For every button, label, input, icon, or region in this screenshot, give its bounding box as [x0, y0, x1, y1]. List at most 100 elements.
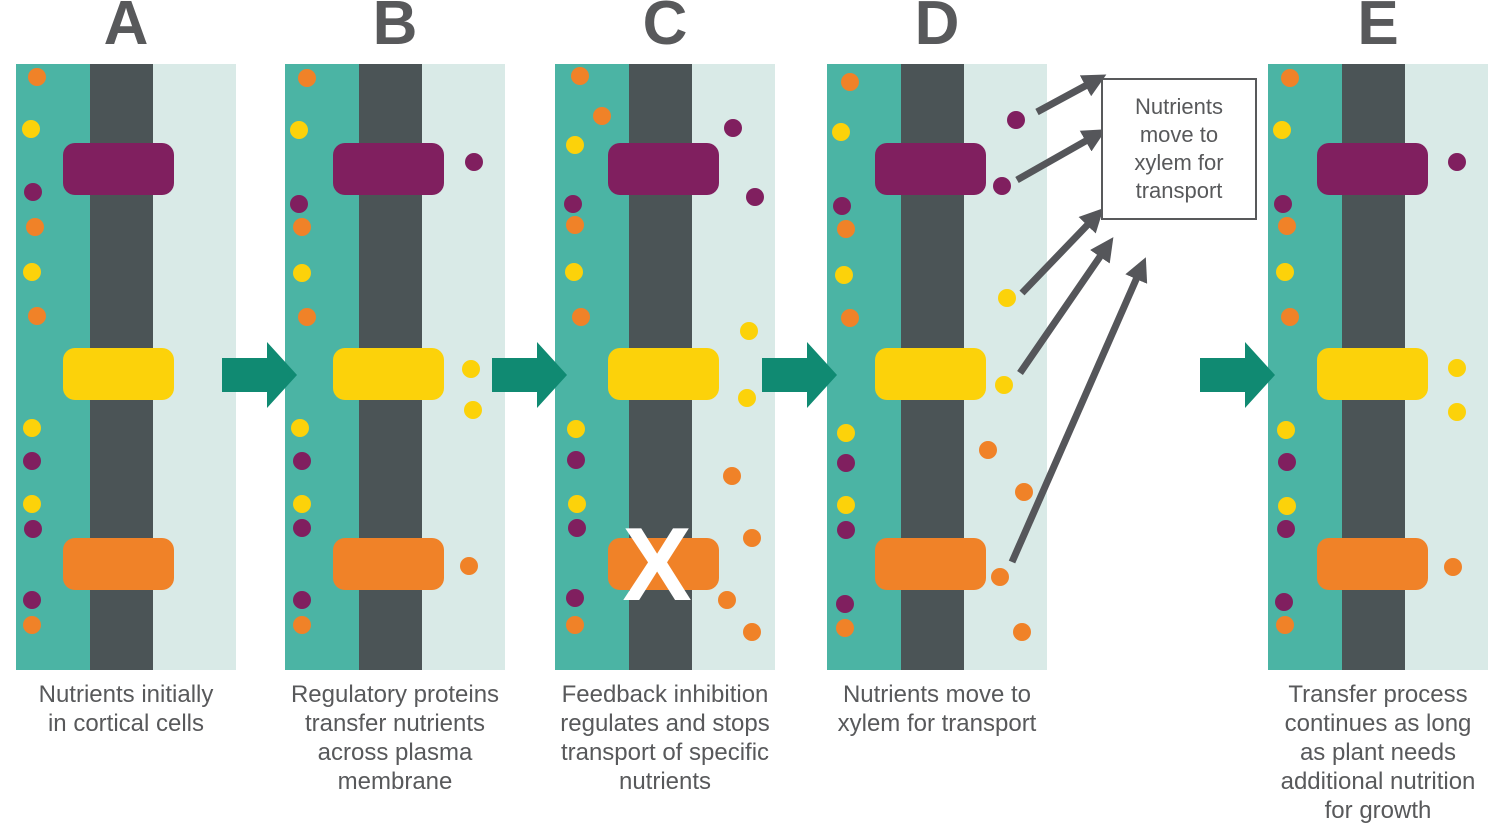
nutrient-dot-yellow	[837, 424, 855, 442]
caption-e: Transfer process continues as long as pl…	[1280, 681, 1476, 824]
nutrient-dot-purple	[1448, 153, 1466, 171]
nutrient-dot-purple	[833, 197, 851, 215]
nutrient-dot-purple	[24, 183, 42, 201]
transport-protein-orange	[1317, 538, 1428, 590]
nutrient-dot-orange	[743, 529, 761, 547]
caption-a: Nutrients initially in cortical cells	[38, 681, 214, 737]
nutrient-dot-purple	[293, 452, 311, 470]
caption-c: Feedback inhibition regulates and stops …	[560, 681, 770, 795]
nutrient-dot-yellow	[565, 263, 583, 281]
step-letter-a: A	[103, 0, 149, 58]
nutrient-dot-orange	[566, 216, 584, 234]
nutrient-dot-yellow	[835, 266, 853, 284]
nutrient-dot-yellow	[566, 136, 584, 154]
nutrient-dot-orange	[566, 616, 584, 634]
transport-protein-purple	[875, 143, 986, 195]
nutrient-dot-purple	[1275, 593, 1293, 611]
nutrient-dot-purple	[724, 119, 742, 137]
nutrient-dot-purple	[23, 591, 41, 609]
nutrient-dot-yellow	[567, 420, 585, 438]
nutrient-dot-orange	[26, 218, 44, 236]
nutrient-dot-orange	[1281, 69, 1299, 87]
nutrient-dot-yellow	[1278, 497, 1296, 515]
nutrient-dot-orange	[460, 557, 478, 575]
transport-protein-yellow	[608, 348, 719, 400]
nutrient-dot-purple	[465, 153, 483, 171]
nutrient-dot-purple	[293, 519, 311, 537]
nutrient-dot-orange	[836, 619, 854, 637]
step-letter-c: C	[642, 0, 688, 58]
transport-protein-yellow	[1317, 348, 1428, 400]
nutrient-dot-orange	[298, 69, 316, 87]
note-box: Nutrients move to xylem for transport	[1101, 78, 1257, 220]
nutrient-dot-yellow	[1277, 421, 1295, 439]
nutrient-dot-purple	[1274, 195, 1292, 213]
caption-b: Regulatory proteins transfer nutrients a…	[290, 681, 500, 795]
transport-protein-purple	[608, 143, 719, 195]
transport-protein-purple	[1317, 143, 1428, 195]
nutrient-dot-yellow	[1276, 263, 1294, 281]
transport-protein-orange	[63, 538, 174, 590]
nutrient-dot-purple	[1277, 520, 1295, 538]
nutrient-dot-orange	[841, 73, 859, 91]
nutrient-dot-purple	[566, 589, 584, 607]
nutrient-dot-orange	[979, 441, 997, 459]
nutrient-dot-orange	[298, 308, 316, 326]
nutrient-dot-yellow	[293, 264, 311, 282]
nutrient-dot-orange	[1276, 616, 1294, 634]
nutrient-dot-orange	[23, 616, 41, 634]
panel-c	[555, 64, 775, 670]
nutrient-dot-yellow	[464, 401, 482, 419]
nutrient-dot-orange	[1013, 623, 1031, 641]
x-mark: X	[622, 507, 692, 623]
nutrient-dot-purple	[1007, 111, 1025, 129]
nutrient-dot-yellow	[291, 419, 309, 437]
transport-protein-yellow	[875, 348, 986, 400]
nutrient-dot-purple	[1278, 453, 1296, 471]
nutrient-dot-yellow	[1448, 359, 1466, 377]
step-letter-d: D	[914, 0, 960, 58]
nutrient-dot-orange	[28, 68, 46, 86]
nutrient-dot-yellow	[837, 496, 855, 514]
transport-protein-purple	[333, 143, 444, 195]
transport-protein-purple	[63, 143, 174, 195]
nutrient-dot-orange	[1281, 308, 1299, 326]
nutrient-dot-purple	[24, 520, 42, 538]
step-letter-b: B	[372, 0, 418, 58]
transport-protein-orange	[875, 538, 986, 590]
nutrient-dot-purple	[836, 595, 854, 613]
note-box-text: Nutrients move to xylem for transport	[1134, 94, 1224, 203]
nutrient-dot-yellow	[23, 495, 41, 513]
nutrient-dot-orange	[1278, 217, 1296, 235]
nutrient-dot-purple	[837, 454, 855, 472]
nutrient-dot-yellow	[1273, 121, 1291, 139]
nutrient-dot-yellow	[23, 419, 41, 437]
nutrient-dot-yellow	[568, 495, 586, 513]
nutrient-dot-yellow	[22, 120, 40, 138]
nutrient-dot-yellow	[740, 322, 758, 340]
nutrient-dot-orange	[293, 616, 311, 634]
nutrient-dot-purple	[293, 591, 311, 609]
nutrient-dot-purple	[837, 521, 855, 539]
nutrient-dot-orange	[571, 67, 589, 85]
flow-arrow-4	[1200, 342, 1275, 408]
nutrient-dot-orange	[723, 467, 741, 485]
nutrient-dot-yellow	[23, 263, 41, 281]
nutrient-dot-yellow	[998, 289, 1016, 307]
nutrient-dot-orange	[718, 591, 736, 609]
nutrient-dot-purple	[290, 195, 308, 213]
step-letter-e: E	[1357, 0, 1399, 58]
nutrient-dot-yellow	[290, 121, 308, 139]
nutrient-dot-purple	[993, 177, 1011, 195]
panel-b	[285, 64, 505, 670]
panel-d	[827, 64, 1047, 670]
nutrient-dot-purple	[746, 188, 764, 206]
nutrient-dot-purple	[567, 451, 585, 469]
nutrient-dot-orange	[841, 309, 859, 327]
nutrient-dot-orange	[1444, 558, 1462, 576]
nutrient-dot-purple	[23, 452, 41, 470]
transport-protein-orange	[608, 538, 719, 590]
panel-e	[1268, 64, 1488, 670]
panel-a	[16, 64, 236, 670]
